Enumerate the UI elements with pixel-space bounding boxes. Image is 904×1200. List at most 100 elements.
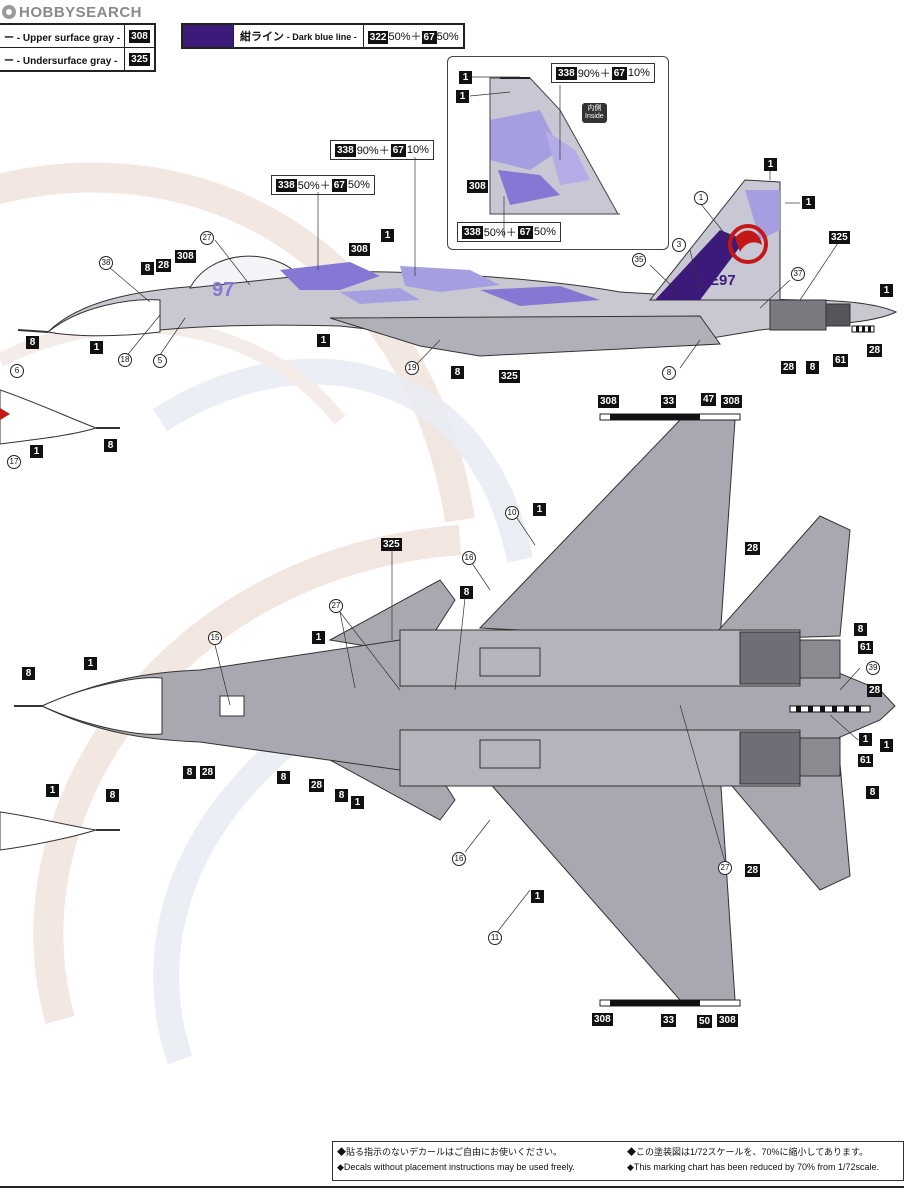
label-1: 1: [312, 631, 325, 644]
circled-label-35: 35: [632, 253, 646, 267]
label-8: 8: [141, 262, 154, 275]
dark-blue-swatch: [182, 24, 234, 48]
footer-note-jp-left: ◆貼る指示のないデカールはご自由にお使いください。: [337, 1147, 563, 1157]
label-308: 308: [721, 395, 742, 408]
label-8: 8: [277, 771, 290, 784]
label-8: 8: [451, 366, 464, 379]
circled-label-16: 16: [452, 852, 466, 866]
label-1: 1: [456, 90, 469, 103]
tail-code: PE97: [699, 272, 736, 289]
circled-label-5: 5: [153, 354, 167, 368]
circled-label-27: 27: [200, 231, 214, 245]
label-1: 1: [90, 341, 103, 354]
label-28: 28: [309, 779, 325, 792]
label-28: 28: [745, 864, 761, 877]
label-61: 61: [858, 754, 874, 767]
label-1: 1: [46, 784, 59, 797]
paint-code: 338: [335, 143, 356, 157]
label-47: 47: [701, 393, 717, 406]
circled-label-18: 18: [118, 353, 132, 367]
paint-code: 338: [276, 178, 297, 192]
label-33: 33: [661, 1014, 677, 1027]
label-308: 308: [592, 1013, 613, 1026]
legend-row-under: ー - Undersurface gray - 325: [0, 47, 155, 71]
circled-label-10: 10: [505, 506, 519, 520]
label-61: 61: [833, 354, 849, 367]
label-1: 1: [317, 334, 330, 347]
paint-code: 322: [367, 31, 389, 44]
paint-code: 67: [390, 143, 406, 157]
label-28: 28: [867, 344, 883, 357]
footer-note-jp-right: ◆この塗装図は1/72スケールを、70%に縮小してあります。: [627, 1147, 869, 1157]
label-8: 8: [866, 786, 879, 799]
watermark-logo: HOBBYSEARCH: [2, 4, 142, 21]
label-8: 8: [106, 789, 119, 802]
circled-label-37: 37: [791, 267, 805, 281]
paint-code: 67: [517, 225, 533, 239]
circled-label-39: 39: [866, 661, 880, 675]
label-1: 1: [531, 890, 544, 903]
circled-label-16: 16: [462, 551, 476, 565]
circled-label-38: 38: [99, 256, 113, 270]
label-28: 28: [745, 542, 761, 555]
label-1: 1: [381, 229, 394, 242]
circled-label-3: 3: [672, 238, 686, 252]
legend-label: ー - Undersurface gray -: [0, 47, 126, 71]
color-legend: ー - Upper surface gray - 308 ー - Undersu…: [0, 23, 156, 72]
label-28: 28: [781, 361, 797, 374]
label-8: 8: [806, 361, 819, 374]
label-325: 325: [829, 231, 850, 244]
paint-code: 338: [462, 225, 483, 239]
paint-code: 67: [611, 66, 627, 80]
dark-blue-en: - Dark blue line -: [286, 32, 357, 42]
label-50: 50: [697, 1015, 713, 1028]
paint-code: 67: [331, 178, 347, 192]
hobbysearch-icon: [2, 5, 16, 19]
label-8: 8: [104, 439, 117, 452]
circled-label-1: 1: [694, 191, 708, 205]
label-1: 1: [764, 158, 777, 171]
label-1: 1: [533, 503, 546, 516]
label-1: 1: [880, 284, 893, 297]
bottom-divider: [0, 1186, 904, 1188]
paint-code: 325: [129, 52, 150, 66]
label-308: 308: [467, 180, 488, 193]
label-8: 8: [460, 586, 473, 599]
label-1: 1: [30, 445, 43, 458]
label-61: 61: [858, 641, 874, 654]
circled-label-19: 19: [405, 361, 419, 375]
label-325: 325: [499, 370, 520, 383]
label-8: 8: [335, 789, 348, 802]
circled-label-27: 27: [329, 599, 343, 613]
paint-code: 67: [421, 31, 437, 44]
dark-blue-jp: 紺ライン: [240, 31, 284, 43]
label-28: 28: [867, 684, 883, 697]
label-33: 33: [661, 395, 677, 408]
label-325: 325: [381, 538, 402, 551]
label-1: 1: [84, 657, 97, 670]
label-308: 308: [717, 1014, 738, 1027]
paint-code: 338: [556, 66, 577, 80]
circled-label-11: 11: [488, 931, 502, 945]
label-1: 1: [802, 196, 815, 209]
circled-label-17: 17: [7, 455, 21, 469]
label-1: 1: [459, 71, 472, 84]
label-1: 1: [351, 796, 364, 809]
label-308: 308: [175, 250, 196, 263]
circled-label-8: 8: [662, 366, 676, 380]
circled-label-27: 27: [718, 861, 732, 875]
label-28: 28: [156, 259, 172, 272]
circled-label-6: 6: [10, 364, 24, 378]
label-8: 8: [22, 667, 35, 680]
footer-notes: ◆貼る指示のないデカールはご自由にお使いください。 ◆Decals withou…: [332, 1141, 904, 1181]
